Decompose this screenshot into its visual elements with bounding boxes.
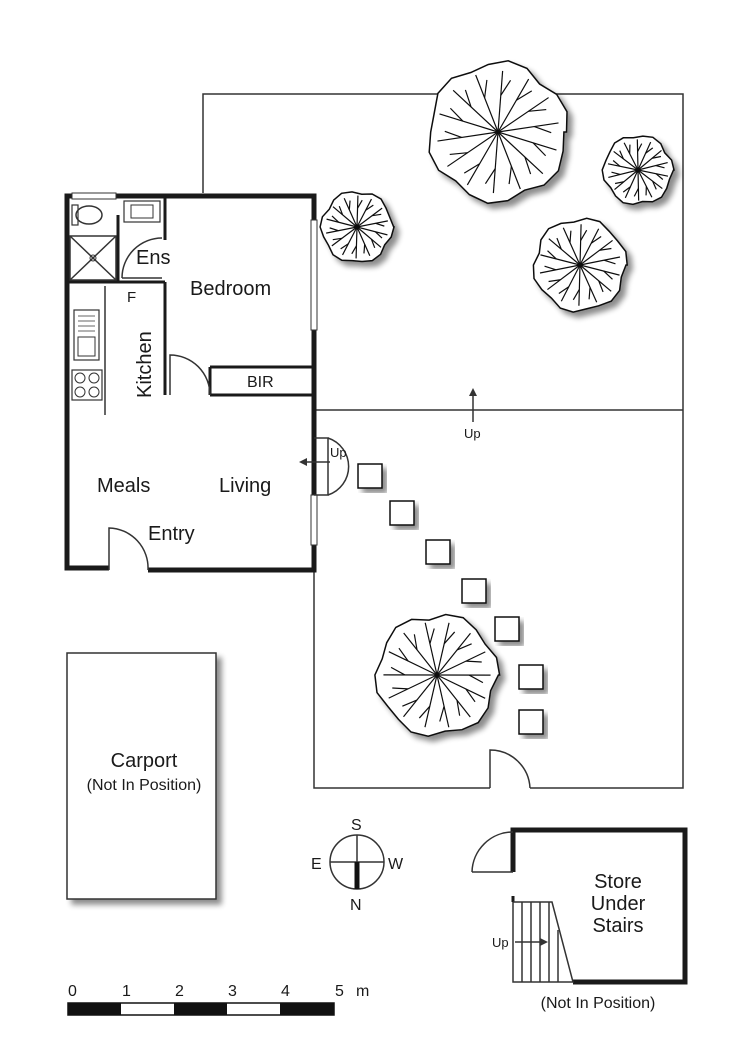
room-label-bir: BIR [247, 374, 274, 391]
stepping-stone [389, 500, 415, 526]
scale-label-1: 1 [122, 983, 131, 1000]
scale-unit: m [356, 983, 369, 1000]
stepping-stone [518, 664, 544, 690]
tree-icon [601, 135, 675, 206]
store-line-1: Store [594, 871, 642, 893]
scale-label-2: 2 [175, 983, 184, 1000]
trees [319, 60, 675, 737]
stepping-stone [425, 539, 451, 565]
compass-s-label: S [351, 817, 362, 834]
stepping-stone [494, 616, 520, 642]
carport-note: (Not In Position) [87, 777, 202, 794]
carport-title: Carport [111, 750, 178, 772]
scale-label-4: 4 [281, 983, 290, 1000]
store-line-2: Under [591, 893, 646, 915]
stepping-stone [518, 709, 544, 735]
compass-n-label: N [350, 897, 362, 914]
scale-label-0: 0 [68, 983, 77, 1000]
compass-w-label: W [388, 856, 404, 873]
tree-icon [532, 217, 629, 313]
room-label-entry: Entry [148, 523, 195, 545]
stepping-stones [357, 463, 544, 735]
tree-icon [319, 191, 395, 263]
store-line-3: Stairs [592, 915, 643, 937]
scale-label-3: 3 [228, 983, 237, 1000]
tree-icon [428, 60, 568, 205]
up-label-yard: Up [464, 426, 481, 441]
tree-icon [374, 613, 501, 737]
store-note: (Not In Position) [541, 995, 656, 1012]
fridge-label: F [127, 289, 136, 306]
room-label-kitchen: Kitchen [134, 331, 156, 398]
stepping-stone [357, 463, 383, 489]
scale-bar [67, 1002, 335, 1016]
up-label-store: Up [492, 935, 509, 950]
stepping-stone [461, 578, 487, 604]
room-label-living: Living [219, 475, 271, 497]
room-label-meals: Meals [97, 475, 150, 497]
carport-outline [66, 652, 217, 900]
up-label-living: Up [330, 445, 347, 460]
compass-e-label: E [311, 856, 322, 873]
yard-boundary [202, 93, 684, 789]
compass [329, 834, 385, 890]
up-arrow-yard [469, 388, 477, 422]
scale-label-5: 5 [335, 983, 344, 1000]
house [64, 192, 350, 573]
store-outline [471, 827, 688, 985]
up-arrow-living [299, 458, 330, 466]
room-label-ens: Ens [136, 247, 170, 269]
room-label-bedroom: Bedroom [190, 278, 271, 300]
